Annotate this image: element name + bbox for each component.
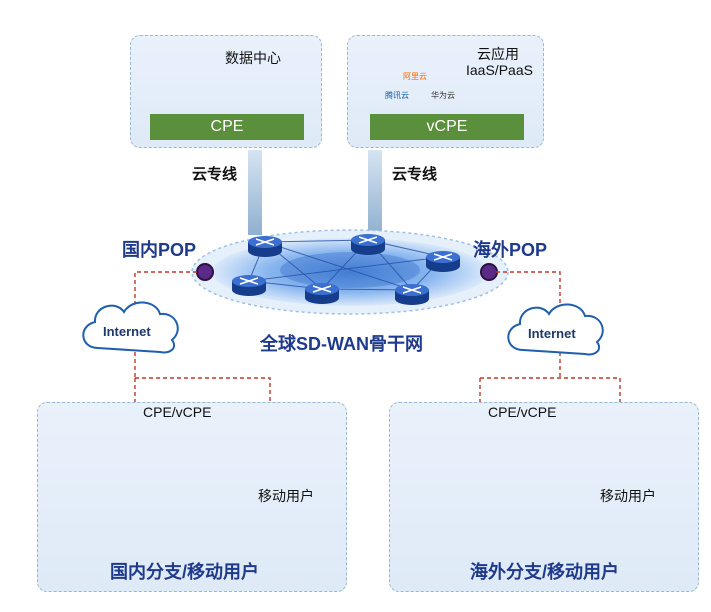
mobile-user-label-right: 移动用户: [600, 488, 656, 504]
cloud-line-label-right: 云专线: [392, 166, 438, 183]
domestic-branch-panel: [37, 402, 347, 592]
cloud-app-label: 云应用: [477, 46, 519, 62]
internet-cloud-left-icon: [82, 301, 179, 354]
overseas-branch-panel: [389, 402, 699, 592]
backbone-routers: [232, 234, 460, 305]
backbone-title: 全球SD-WAN骨干网: [260, 334, 423, 354]
domestic-branch-title: 国内分支/移动用户: [110, 562, 260, 582]
router-icon: [351, 234, 385, 255]
cloud-line-label-left: 云专线: [192, 166, 238, 183]
router-icon: [426, 251, 460, 272]
cpe-vcpe-label-right: CPE/vCPE: [488, 404, 557, 420]
internet-label-left: Internet: [103, 324, 151, 339]
vcpe-bar: vCPE: [370, 114, 524, 140]
cpe-vcpe-label-left: CPE/vCPE: [143, 404, 212, 420]
router-icon: [305, 283, 339, 304]
cpe-bar: CPE: [150, 114, 304, 140]
router-icon: [248, 236, 282, 257]
data-center-label: 数据中心: [225, 50, 281, 66]
vendor-tencent: 腾讯云: [385, 91, 409, 100]
overseas-pop-icon: [480, 263, 498, 281]
iaas-paas-label: IaaS/PaaS: [466, 62, 533, 78]
overseas-pop-label: 海外POP: [473, 240, 548, 260]
internet-cloud-right-icon: [507, 303, 604, 356]
router-icon: [232, 275, 266, 296]
mobile-user-label-left: 移动用户: [258, 488, 314, 504]
domestic-pop-icon: [196, 263, 214, 281]
internet-label-right: Internet: [528, 326, 576, 341]
router-icon: [395, 284, 429, 305]
domestic-pop-label: 国内POP: [122, 240, 197, 260]
vendor-aliyun: 阿里云: [403, 72, 427, 81]
overseas-branch-title: 海外分支/移动用户: [470, 562, 620, 582]
vendor-huawei: 华为云: [431, 91, 455, 100]
cloud-line-pipe-left: [248, 150, 262, 235]
cloud-line-pipe-right: [368, 150, 382, 235]
